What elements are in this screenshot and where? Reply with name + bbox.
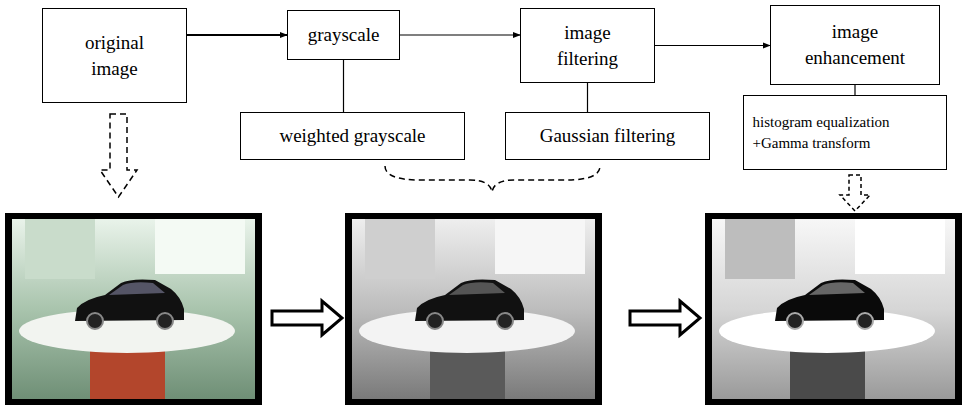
photo-wheel — [87, 313, 103, 329]
box-label: Gaussian filtering — [540, 123, 676, 149]
process-box: original image — [42, 8, 187, 103]
photo-wheel — [427, 313, 443, 329]
process-box: Gaussian filtering — [505, 112, 710, 160]
photo-background — [12, 219, 255, 399]
flow-arrow — [187, 34, 287, 36]
photo-wheel — [497, 313, 513, 329]
photo-blinds — [365, 219, 435, 279]
photo-background — [712, 219, 955, 399]
connector-line — [343, 60, 344, 112]
box-label: weighted grayscale — [279, 123, 425, 149]
box-label: grayscale — [308, 22, 380, 48]
photo-window — [155, 219, 245, 274]
photo-wheel — [157, 313, 173, 329]
photo-window — [495, 219, 585, 274]
original-photo — [5, 213, 262, 405]
photo-wheel — [787, 313, 803, 329]
box-label: histogram equalization +Gamma transform — [753, 112, 938, 153]
process-box: grayscale — [287, 10, 400, 60]
dashed-down-arrow — [100, 114, 137, 197]
dashed-down-arrow — [840, 175, 870, 211]
photo-frame — [345, 213, 602, 405]
grayscale-photo — [345, 213, 602, 405]
photo-car-window — [449, 282, 505, 295]
hollow-right-arrow — [630, 301, 700, 335]
flow-arrow — [655, 45, 770, 46]
box-label: image enhancement — [795, 19, 915, 70]
photo-wheel — [857, 313, 873, 329]
process-box: histogram equalization +Gamma transform — [743, 95, 947, 170]
photo-window — [855, 219, 945, 274]
photo-frame — [705, 213, 962, 405]
photo-car-window — [809, 282, 865, 295]
enhanced-photo — [705, 213, 962, 405]
photo-blinds — [725, 219, 795, 279]
box-label: original image — [65, 30, 165, 81]
photo-car-window — [109, 282, 165, 295]
hollow-right-arrow — [272, 301, 342, 335]
dashed-brace — [385, 166, 600, 192]
process-box: image enhancement — [770, 5, 940, 85]
process-box: image filtering — [520, 8, 655, 83]
process-box: weighted grayscale — [240, 112, 465, 160]
box-label: image filtering — [538, 20, 638, 71]
connector-line — [587, 83, 588, 112]
connector-line — [854, 85, 855, 95]
photo-blinds — [25, 219, 95, 279]
photo-frame — [5, 213, 262, 405]
flow-arrow — [400, 34, 520, 35]
photo-background — [352, 219, 595, 399]
